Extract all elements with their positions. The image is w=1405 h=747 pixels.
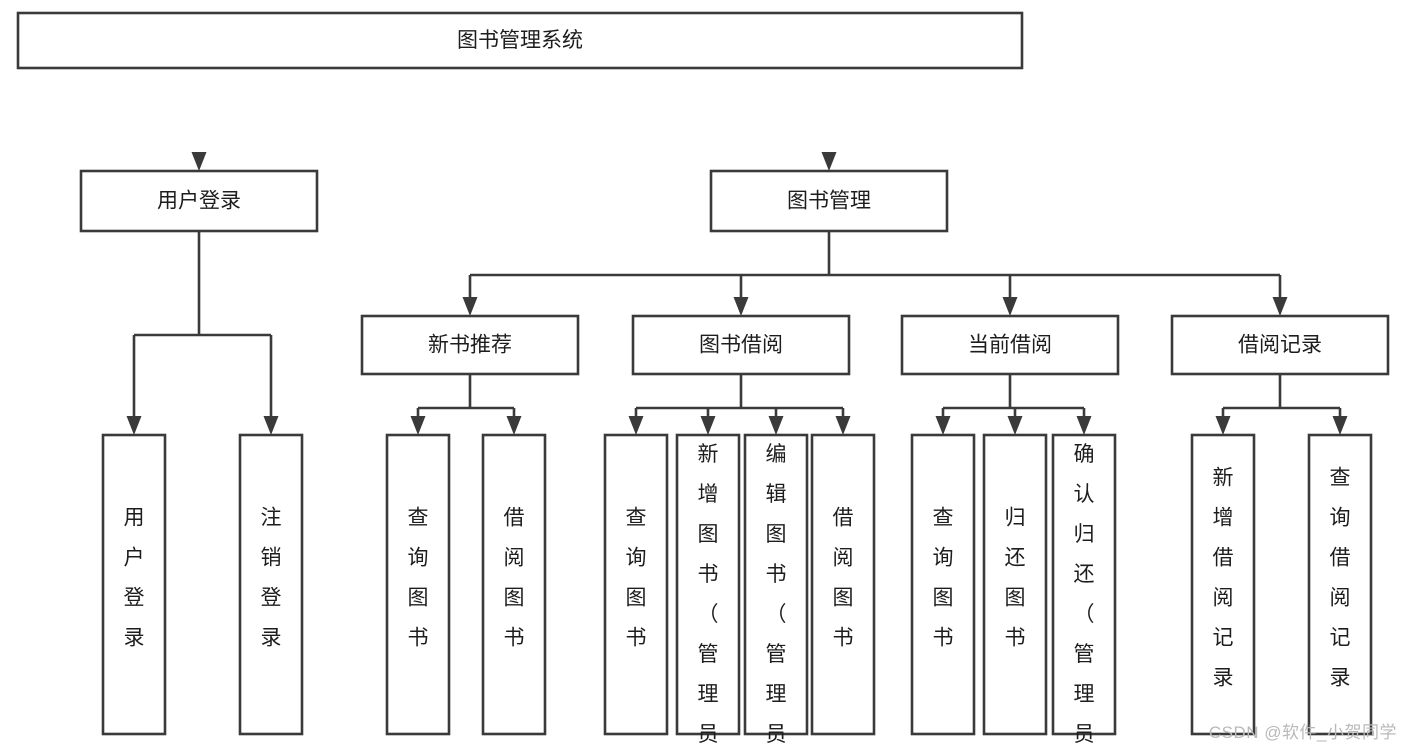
node-root[interactable]: 图书管理系统 xyxy=(16,11,1024,70)
node-borrow-record[interactable]: 借阅记录 xyxy=(1170,314,1390,376)
node-box xyxy=(1051,433,1117,736)
arrow-head xyxy=(410,416,426,435)
node-label: 注销登录 xyxy=(261,507,282,650)
node-box xyxy=(982,433,1048,736)
node-current-borrow[interactable]: 当前借阅 xyxy=(900,314,1120,376)
node-box xyxy=(79,169,319,233)
csdn-watermark: CSDN @软件_小贺同学 xyxy=(1208,723,1397,742)
node-leaf-borrow-book[interactable]: 借阅图书 xyxy=(810,433,876,736)
node-leaf-query-book-recommend[interactable]: 查询图书 xyxy=(385,433,451,736)
node-label: 当前借阅 xyxy=(968,334,1052,357)
node-leaf-borrow-book-recommend[interactable]: 借阅图书 xyxy=(481,433,547,736)
arrow-head xyxy=(700,416,716,435)
arrow-head xyxy=(191,152,207,171)
node-label: 图书管理 xyxy=(787,190,871,213)
node-leaf-query-borrow-record[interactable]: 查询借阅记录 xyxy=(1307,433,1373,736)
arrow-head xyxy=(768,416,784,435)
arrow-head xyxy=(506,416,522,435)
node-layer: 图书管理系统用户登录图书管理新书推荐图书借阅当前借阅借阅记录用户登录注销登录查询… xyxy=(16,11,1390,747)
node-label: 图书借阅 xyxy=(699,334,783,357)
node-label: 用户登录 xyxy=(157,190,241,213)
arrow-head xyxy=(628,416,644,435)
node-box xyxy=(1170,314,1390,376)
node-label: 新增借阅记录 xyxy=(1213,467,1234,690)
arrow-head xyxy=(1007,416,1023,435)
node-box xyxy=(743,433,809,736)
arrow-head xyxy=(263,416,279,435)
node-label: 查询借阅记录 xyxy=(1330,467,1351,690)
node-label: 查询图书 xyxy=(933,507,954,650)
node-leaf-user-login[interactable]: 用户登录 xyxy=(101,433,167,736)
node-new-book-recommend[interactable]: 新书推荐 xyxy=(360,314,580,376)
node-label: 新增图书（管理员） xyxy=(698,443,719,747)
arrow-head xyxy=(821,152,837,171)
arrow-head xyxy=(1332,416,1348,435)
node-label: 确认归还（管理员） xyxy=(1074,443,1095,747)
node-leaf-add-book-admin[interactable]: 新增图书（管理员） xyxy=(675,433,741,747)
node-box xyxy=(603,433,669,736)
arrow-head xyxy=(462,297,478,316)
node-leaf-edit-book-admin[interactable]: 编辑图书（管理员） xyxy=(743,433,809,747)
arrow-head xyxy=(1076,416,1092,435)
node-label: 查询图书 xyxy=(626,507,647,650)
node-box xyxy=(238,433,304,736)
node-label: 归还图书 xyxy=(1005,507,1026,650)
node-box xyxy=(1307,433,1373,736)
arrow-head xyxy=(733,297,749,316)
arrow-head xyxy=(126,416,142,435)
node-label: 查询图书 xyxy=(408,507,429,650)
arrow-head xyxy=(1002,297,1018,316)
arrow-head xyxy=(1272,297,1288,316)
node-label: 图书管理系统 xyxy=(457,29,583,52)
node-book-borrow[interactable]: 图书借阅 xyxy=(631,314,851,376)
arrow-head xyxy=(835,416,851,435)
node-box xyxy=(101,433,167,736)
node-label: 新书推荐 xyxy=(428,334,512,357)
arrow-head xyxy=(1215,416,1231,435)
node-leaf-logout-login[interactable]: 注销登录 xyxy=(238,433,304,736)
node-box xyxy=(1190,433,1256,736)
node-box xyxy=(16,11,1024,70)
node-box xyxy=(709,169,949,233)
node-box xyxy=(900,314,1120,376)
node-label: 用户登录 xyxy=(124,507,145,650)
node-leaf-add-borrow-record[interactable]: 新增借阅记录 xyxy=(1190,433,1256,736)
node-label: 借阅记录 xyxy=(1238,334,1322,357)
node-box xyxy=(481,433,547,736)
node-leaf-confirm-return-admin[interactable]: 确认归还（管理员） xyxy=(1051,433,1117,747)
node-box xyxy=(675,433,741,736)
node-box xyxy=(360,314,580,376)
connector-layer xyxy=(127,68,1348,435)
node-box xyxy=(910,433,976,736)
node-box xyxy=(385,433,451,736)
node-box xyxy=(631,314,851,376)
node-label: 借阅图书 xyxy=(833,507,854,650)
node-label: 借阅图书 xyxy=(504,507,525,650)
node-leaf-query-book-current[interactable]: 查询图书 xyxy=(910,433,976,736)
arrow-head xyxy=(935,416,951,435)
node-box xyxy=(810,433,876,736)
node-leaf-query-book-borrow[interactable]: 查询图书 xyxy=(603,433,669,736)
node-leaf-return-book[interactable]: 归还图书 xyxy=(982,433,1048,736)
node-book-management[interactable]: 图书管理 xyxy=(709,169,949,233)
node-user-login[interactable]: 用户登录 xyxy=(79,169,319,233)
node-label: 编辑图书（管理员） xyxy=(766,443,787,747)
